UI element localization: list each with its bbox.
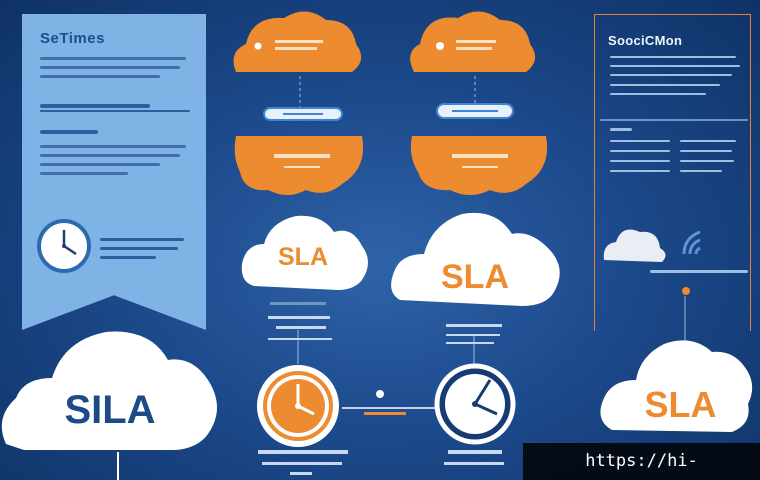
orange-cloud-mid-left (234, 136, 364, 195)
left-ribbon-title: SeTimes (40, 30, 105, 47)
right-panel-title: SoociCMon (608, 33, 683, 48)
white-cloud-right-large (600, 340, 753, 432)
cloud-label-sla-right: SLA (644, 384, 717, 425)
right-info-panel (594, 14, 751, 331)
white-cloud-center-right (391, 212, 560, 306)
white-cloud-left-large (1, 331, 217, 450)
clock-icon (37, 219, 91, 273)
right-cloud-wifi-cluster (603, 229, 701, 262)
wifi-icon (682, 230, 701, 255)
orange-cloud-mid-right (410, 136, 548, 195)
cloud-label-sla-center-left: SLA (278, 243, 328, 271)
clock-icon (257, 365, 339, 447)
cloud-label-sla-center-right: SLA (441, 258, 509, 296)
cloud-label-sila-left: SILA (64, 388, 156, 432)
source-url-banner: https://hi-cloud.in4u.net (523, 443, 760, 480)
cloud-icon (603, 229, 666, 262)
clock-icon (434, 363, 516, 445)
white-cloud-center-left (241, 215, 368, 290)
